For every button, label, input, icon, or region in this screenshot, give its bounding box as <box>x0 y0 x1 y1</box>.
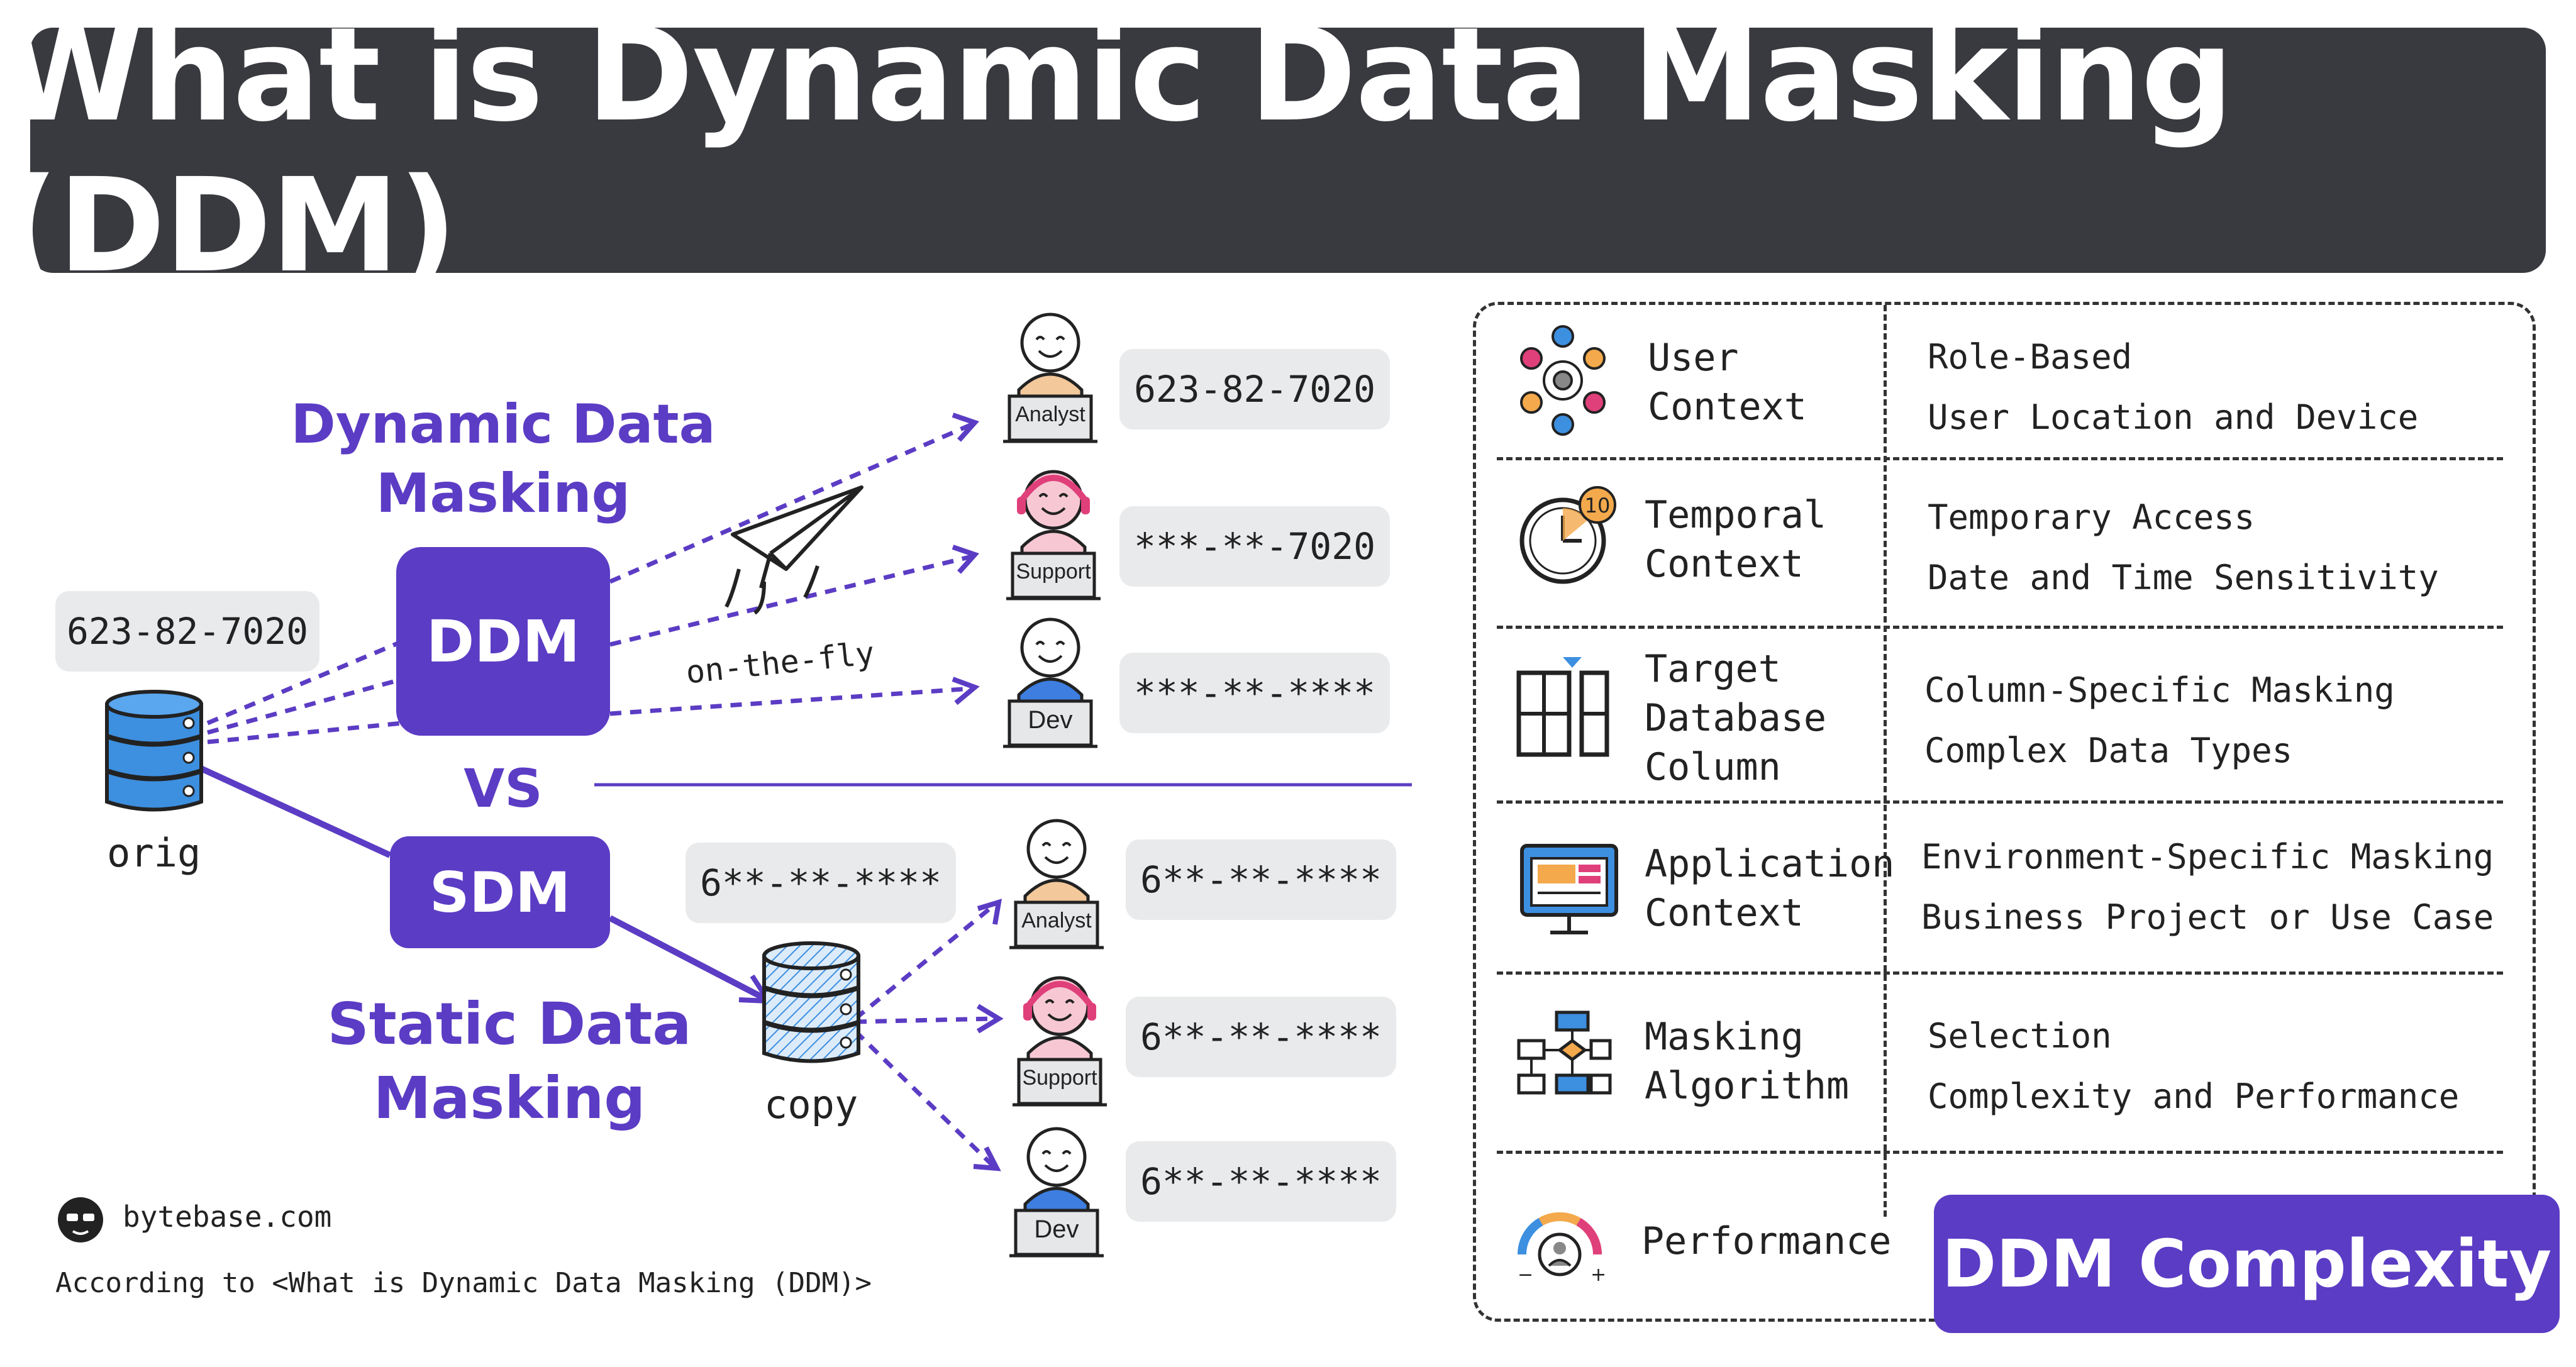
application-context-details: Environment-Specific Masking Business Pr… <box>1921 827 2494 948</box>
title-banner <box>30 28 2546 273</box>
dev-value-chip: ***-**-**** <box>1119 653 1390 733</box>
flowchart-icon <box>1517 1010 1612 1095</box>
detail-item: Business Project or Use Case <box>1921 897 2494 937</box>
detail-item: Complexity and Performance <box>1928 1076 2460 1116</box>
orig-label: orig <box>107 830 201 876</box>
complexity-panel <box>1473 302 2536 1322</box>
target-column-details: Column-Specific Masking Complex Data Typ… <box>1924 660 2395 781</box>
footer-source: According to <What is Dynamic Data Maski… <box>55 1267 872 1299</box>
masking-algorithm-details: Selection Complexity and Performance <box>1928 1006 2459 1127</box>
support-label: Support <box>1016 560 1091 584</box>
support-label: Support <box>1022 1066 1097 1090</box>
user-context-name: User Context <box>1648 333 1807 431</box>
support-person-icon <box>1013 976 1107 1107</box>
support-person-icon <box>1006 470 1101 600</box>
dev-person-icon <box>1009 1127 1104 1258</box>
application-icon <box>1520 844 1618 934</box>
row-separator <box>1497 971 2503 975</box>
user-context-name-line: User <box>1648 336 1739 380</box>
analyst-person-icon <box>1003 313 1097 443</box>
copy-label: copy <box>764 1082 858 1127</box>
user-context-details: Role-Based User Location and Device <box>1928 327 2418 448</box>
application-context-name: Application Context <box>1645 839 1894 938</box>
sdm-heading-line1: Static Data <box>327 990 692 1058</box>
static-support-value-chip: 6**-**-**** <box>1126 997 1396 1077</box>
gauge-icon: − + <box>1517 1212 1606 1286</box>
clock-icon: 10 <box>1519 486 1616 584</box>
footer-brand[interactable]: bytebase.com <box>123 1200 332 1234</box>
dev-label: Dev <box>1028 706 1073 734</box>
static-user-analyst: Analyst <box>1006 814 1107 953</box>
orig-database-icon <box>105 690 203 812</box>
support-value-chip: ***-**-7020 <box>1119 506 1390 587</box>
row-separator <box>1497 626 2503 629</box>
dev-label: Dev <box>1034 1215 1079 1243</box>
masking-algorithm-name-line: Algorithm <box>1645 1064 1850 1108</box>
target-column-name-line: Column <box>1645 745 1781 789</box>
panel-column-divider <box>1884 305 1887 1217</box>
ddm-box: DDM <box>396 547 610 736</box>
svg-text:+: + <box>1591 1264 1606 1286</box>
static-analyst-value-chip: 6**-**-**** <box>1126 839 1396 920</box>
target-column-name-line: Target <box>1645 647 1781 691</box>
detail-item: Date and Time Sensitivity <box>1928 558 2439 597</box>
sdm-heading: Static Data Masking <box>296 987 723 1136</box>
ddm-heading: Dynamic Data Masking <box>283 390 723 528</box>
detail-item: Column-Specific Masking <box>1924 670 2395 710</box>
copy-database-icon <box>762 941 860 1063</box>
temporal-context-name-line: Context <box>1645 542 1804 586</box>
application-context-name-line: Application <box>1645 842 1895 886</box>
row-separator <box>1497 457 2503 460</box>
analyst-person-icon <box>1009 819 1104 949</box>
temporal-context-name-line: Temporal <box>1645 493 1826 537</box>
dynamic-user-dev: Dev <box>1000 613 1101 751</box>
target-column-name-line: Database <box>1645 696 1826 740</box>
row-separator <box>1497 1151 2503 1154</box>
clock-badge: 10 <box>1585 494 1611 517</box>
static-user-support: Support <box>1009 971 1110 1110</box>
database-column-icon <box>1516 657 1609 757</box>
vs-label: VS <box>464 758 543 819</box>
static-user-dev: Dev <box>1006 1122 1107 1261</box>
target-column-name: Target Database Column <box>1645 645 1826 792</box>
application-context-name-line: Context <box>1645 891 1804 935</box>
analyst-value-chip: 623-82-7020 <box>1119 349 1390 429</box>
ddm-heading-line2: Masking <box>375 462 631 525</box>
temporal-context-details: Temporary Access Date and Time Sensitivi… <box>1928 487 2439 608</box>
masking-algorithm-name: Masking Algorithm <box>1645 1012 1849 1110</box>
dynamic-user-support: Support <box>1003 465 1104 604</box>
detail-item: Environment-Specific Masking <box>1921 837 2494 877</box>
temporal-context-name: Temporal Context <box>1645 490 1826 589</box>
user-context-name-line: Context <box>1648 385 1807 429</box>
row-separator <box>1497 800 2503 804</box>
sdm-box: SDM <box>390 836 610 948</box>
detail-item: User Location and Device <box>1928 397 2419 437</box>
dynamic-user-analyst: Analyst <box>1000 308 1101 446</box>
masking-algorithm-name-line: Masking <box>1645 1015 1804 1059</box>
bytebase-logo-icon <box>58 1197 103 1242</box>
svg-text:−: − <box>1518 1264 1533 1286</box>
detail-item: Complex Data Types <box>1924 731 2293 770</box>
copy-value-chip: 6**-**-**** <box>686 843 956 923</box>
user-context-icon <box>1520 325 1606 436</box>
static-dev-value-chip: 6**-**-**** <box>1126 1141 1396 1222</box>
performance-name: Performance <box>1641 1219 1892 1263</box>
detail-item: Role-Based <box>1928 337 2133 377</box>
orig-value-chip: 623-82-7020 <box>55 591 319 672</box>
analyst-label: Analyst <box>1021 909 1092 933</box>
ddm-heading-line1: Dynamic Data <box>291 393 716 456</box>
dev-person-icon <box>1003 617 1097 748</box>
detail-item: Selection <box>1928 1016 2112 1056</box>
sdm-heading-line2: Masking <box>373 1065 646 1132</box>
ddm-complexity-badge: DDM Complexity <box>1934 1195 2560 1333</box>
analyst-label: Analyst <box>1015 402 1085 426</box>
detail-item: Temporary Access <box>1928 497 2255 537</box>
